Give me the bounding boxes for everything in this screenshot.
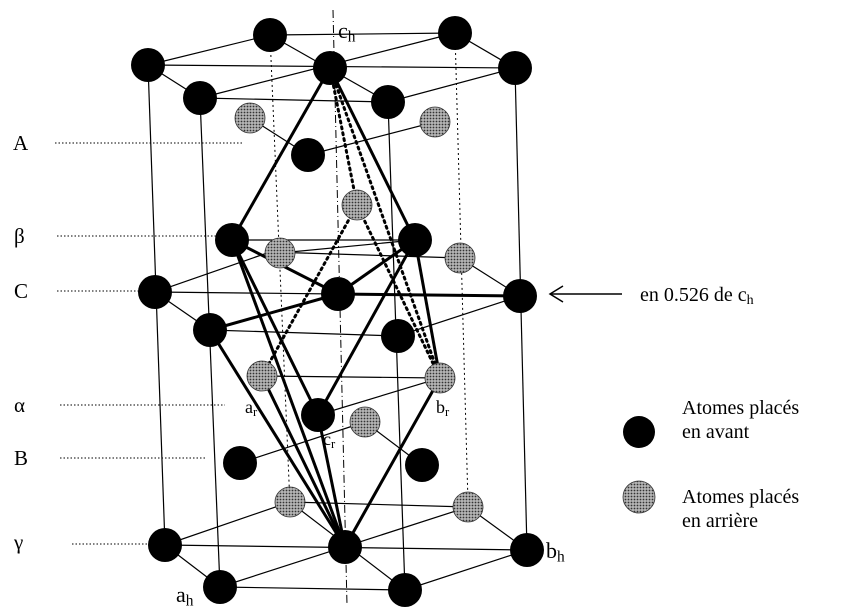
front-atom (253, 18, 287, 52)
layer-guide-lines (55, 142, 243, 545)
legend-front-atoms-label: Atomes placés en avant (682, 397, 800, 443)
front-atom (131, 48, 165, 82)
rhombohedral-dotted-edges (260, 66, 442, 380)
back-atom (341, 189, 373, 221)
layer-label-alpha: α (14, 393, 26, 417)
back-atom (419, 106, 451, 138)
front-atom (203, 570, 237, 604)
front-atom (328, 530, 362, 564)
rhombohedral-cell-edges (208, 67, 521, 548)
back-atom (274, 486, 306, 518)
back-atom (349, 406, 381, 438)
back-atom (246, 360, 278, 392)
axis-label-ch: ch (338, 18, 356, 46)
front-atom (215, 223, 249, 257)
front-atom (398, 223, 432, 257)
back-atom (264, 237, 296, 269)
front-atom (321, 277, 355, 311)
layer-label-C: C (14, 279, 29, 303)
front-atom (148, 528, 182, 562)
front-atom (193, 313, 227, 347)
layer-label-B: B (14, 446, 29, 470)
legend-front-atom-marker (623, 416, 655, 448)
front-atom (405, 448, 439, 482)
layer-position-annotation: en 0.526 de ch (640, 284, 754, 309)
front-atom (138, 275, 172, 309)
layer-label-A: A (13, 131, 29, 155)
arrow-icon (548, 285, 622, 303)
back-atom (444, 242, 476, 274)
front-atom (291, 138, 325, 172)
front-atom (438, 16, 472, 50)
front-atom (223, 446, 257, 480)
back-atom (452, 491, 484, 523)
axis-label-ar: ar (245, 397, 258, 419)
back-atom (424, 362, 456, 394)
layer-label-beta: β (14, 224, 25, 248)
front-atom (183, 81, 217, 115)
axis-label-br: br (436, 397, 450, 419)
front-atom (388, 573, 422, 607)
front-atom (371, 85, 405, 119)
layer-label-gamma: γ (14, 530, 24, 554)
back-atom (234, 102, 266, 134)
c-axis-line (332, 9, 348, 606)
axis-label-ah: ah (176, 582, 194, 609)
front-atoms (131, 16, 544, 607)
front-atom (313, 51, 347, 85)
front-atom (510, 533, 544, 567)
legend-back-atom-marker (622, 480, 656, 514)
front-atom (381, 319, 415, 353)
front-atom (498, 51, 532, 85)
back-atoms (234, 102, 484, 523)
axis-label-bh: bh (546, 538, 565, 566)
legend-back-atoms-label: Atomes placés en arrière (682, 486, 800, 532)
front-atom (503, 279, 537, 313)
axis-label-cr: cr (323, 429, 336, 451)
front-atom (301, 398, 335, 432)
